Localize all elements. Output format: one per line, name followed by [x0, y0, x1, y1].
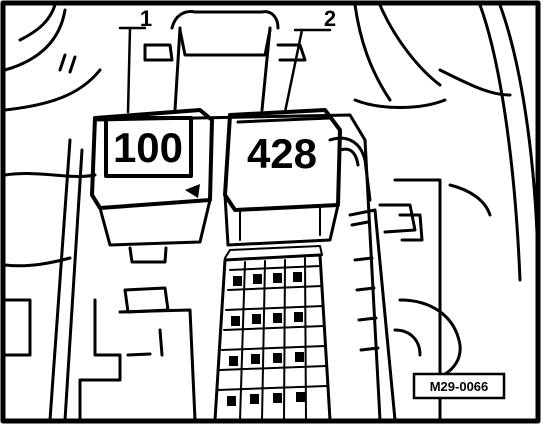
relay-100-label-plate [104, 116, 193, 178]
figure-reference: M29-0066 [412, 372, 506, 400]
cable-strap [328, 136, 424, 422]
empty-relay-slot [78, 286, 197, 422]
relay-100-code: 100 [113, 124, 183, 171]
callout-1: 1 [118, 6, 152, 114]
relay-carrier [48, 10, 382, 422]
callout-2-number: 2 [324, 6, 336, 31]
background-housing [3, 3, 540, 422]
relay-428-code: 428 [247, 130, 317, 177]
relay-428: 428 [223, 108, 342, 247]
fuse-block [213, 245, 332, 422]
callout-2: 2 [283, 6, 336, 114]
figure-reference-text: M29-0066 [430, 379, 489, 394]
callout-1-number: 1 [140, 6, 152, 31]
relay-100: 100 [90, 108, 214, 264]
